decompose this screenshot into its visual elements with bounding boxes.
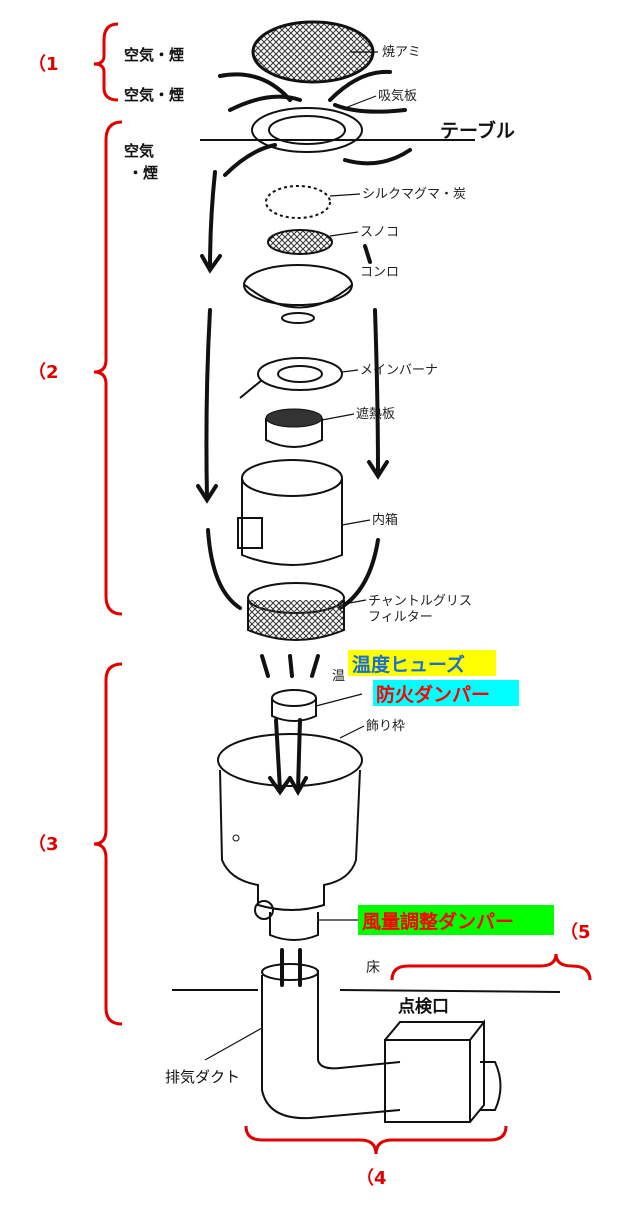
frame-label: 飾り枠 [366, 719, 405, 734]
filter-label-1: チャントルグリス [368, 594, 472, 609]
group-5-label: （5 [560, 922, 591, 943]
decorative-frame [217, 733, 363, 787]
table-label: テーブル [440, 119, 515, 142]
grill-label: 焼アミ [382, 45, 421, 60]
damper-highlight [373, 680, 519, 706]
flow-damper-knob [254, 900, 274, 920]
air-smoke-label: 空気・煙 [124, 46, 184, 64]
inner-box-label: 内箱 [372, 512, 398, 528]
shield-label: 遮熱板 [356, 406, 395, 422]
group-4-label: （4 [356, 1168, 387, 1189]
group-3-label: （3 [28, 834, 59, 855]
flow-damper [269, 912, 319, 941]
fuse-highlight [348, 650, 496, 676]
duct-label: 排気ダクト [165, 1068, 240, 1086]
burner-label: メインバーナ [360, 363, 438, 378]
brace-4 [244, 1125, 508, 1155]
inspection-label: 点検口 [398, 996, 449, 1017]
air-smoke-label: 空気・煙 [124, 86, 184, 104]
brace-2 [93, 120, 123, 616]
inner-box [241, 459, 343, 497]
brace-5 [390, 953, 592, 981]
magma-charcoal [265, 185, 331, 219]
floor-label: 床 [366, 960, 380, 976]
konro [244, 284, 353, 309]
flow-damper-highlight [358, 905, 554, 935]
sunoko-label: スノコ [360, 225, 399, 240]
exhaust-duct [261, 975, 401, 1120]
flow-damper-label: 風量調整ダンパー [362, 910, 514, 933]
fire-damper-label: 防火ダンパー [376, 683, 490, 706]
intake-plate [251, 107, 363, 153]
fuse-stub-label: 温 [332, 669, 345, 684]
fuse-label: 温度ヒューズ [352, 653, 465, 676]
brace-3 [93, 662, 123, 1026]
intake-label: 吸気板 [378, 88, 417, 104]
brace-1 [93, 22, 119, 102]
magma-label: シルクマグマ・炭 [362, 187, 466, 202]
fire-damper [271, 689, 317, 707]
filter-label-2: フィルター [368, 610, 433, 625]
inspection-box [384, 1019, 485, 1123]
main-burner [257, 357, 343, 391]
air-label: 空気 [124, 142, 154, 160]
smoke-label: ・煙 [128, 164, 158, 182]
group-1-label: （1 [28, 54, 59, 75]
konro-label: コンロ [360, 265, 399, 280]
sunoko [267, 229, 333, 255]
group-2-label: （2 [28, 362, 59, 383]
heat-shield [265, 418, 323, 448]
